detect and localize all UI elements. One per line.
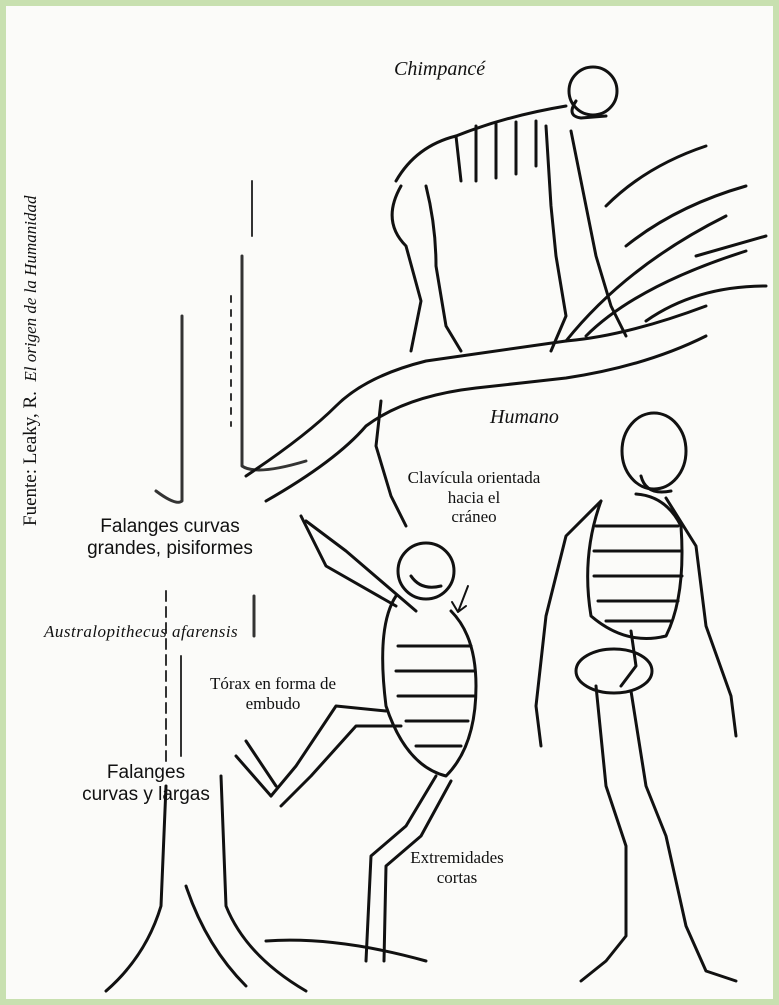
label-thorax: Tórax en forma de embudo xyxy=(178,674,368,713)
label-clavicle-line-3: cráneo xyxy=(384,507,564,527)
label-phalanges-bottom-line-1: Falanges xyxy=(46,762,246,784)
source-caption: Fuente: Leaky, R. El origen de la Humani… xyxy=(20,196,42,526)
label-chimp: Chimpancé xyxy=(394,58,485,81)
label-phalanges-bottom-line-2: curvas y largas xyxy=(46,784,246,806)
label-species: Australopithecus afarensis xyxy=(44,622,238,642)
label-phalanges-bottom: Falanges curvas y largas xyxy=(46,762,246,806)
label-limbs: Extremidades cortas xyxy=(382,848,532,887)
human-skeleton xyxy=(536,413,736,981)
clavicle-arrow xyxy=(452,586,468,612)
label-phalanges-top-line-1: Falanges curvas xyxy=(40,516,300,538)
chimp-skeleton xyxy=(392,67,626,351)
tree-roots xyxy=(106,776,426,991)
source-author: Fuente: Leaky, R. xyxy=(20,391,41,526)
label-thorax-line-2: embudo xyxy=(178,694,368,714)
label-human: Humano xyxy=(490,406,559,429)
label-clavicle: Clavícula orientada hacia el cráneo xyxy=(384,468,564,527)
label-limbs-line-2: cortas xyxy=(382,868,532,888)
label-clavicle-line-2: hacia el xyxy=(384,488,564,508)
label-phalanges-top-line-2: grandes, pisiformes xyxy=(40,538,300,560)
source-title: El origen de la Humanidad xyxy=(21,196,40,382)
label-limbs-line-1: Extremidades xyxy=(382,848,532,868)
label-clavicle-line-1: Clavícula orientada xyxy=(384,468,564,488)
tree-branch xyxy=(246,146,766,501)
label-phalanges-top: Falanges curvas grandes, pisiformes xyxy=(40,516,300,560)
figure-frame: Fuente: Leaky, R. El origen de la Humani… xyxy=(6,6,773,999)
label-thorax-line-1: Tórax en forma de xyxy=(178,674,368,694)
